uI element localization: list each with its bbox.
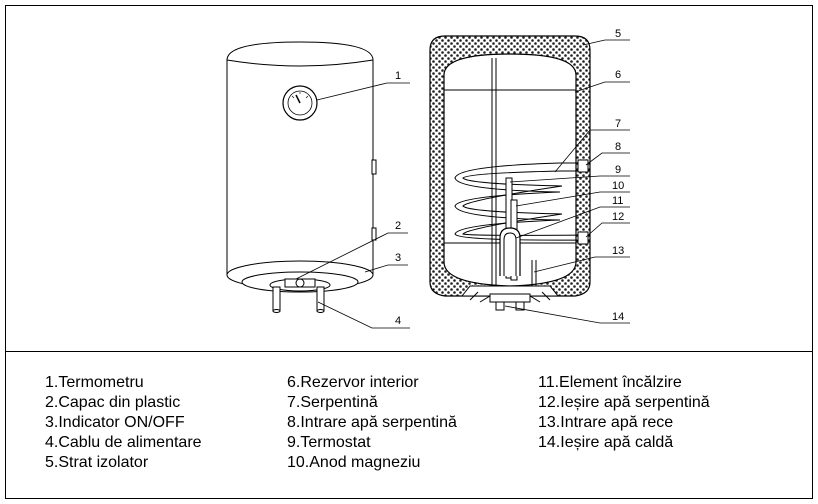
legend-item: 6.Rezervor interior [287, 374, 419, 391]
figure-frame [5, 5, 813, 499]
legend-item: 10.Anod magneziu [287, 454, 421, 471]
legend-item: 5.Strat izolator [45, 454, 149, 471]
legend-item: 1.Termometru [45, 374, 144, 391]
legend-item: 3.Indicator ON/OFF [45, 414, 185, 431]
callout-11: 11 [612, 195, 623, 207]
legend-item: 14.Ieșire apă caldă [538, 434, 674, 451]
boiler-diagram: 1 2 3 4 5 6 7 8 9 10 11 12 13 14 [226, 28, 630, 329]
callout-1: 1 [395, 70, 401, 82]
callout-7: 7 [615, 118, 621, 130]
legend-column-3: 11.Element încălzire 12.Ieșire apă serpe… [538, 373, 798, 453]
thermometer-dial [282, 85, 318, 121]
callout-6: 6 [615, 69, 621, 81]
callout-8: 8 [615, 141, 621, 153]
legend-column-2: 6.Rezervor interior 7.Serpentină 8.Intra… [287, 373, 547, 473]
callout-3: 3 [395, 252, 401, 264]
legend-item: 7.Serpentină [287, 394, 378, 411]
callout-13: 13 [612, 245, 624, 257]
legend-divider [5, 351, 813, 352]
legend-item: 2.Capac din plastic [45, 394, 181, 411]
legend-item: 8.Intrare apă serpentină [287, 414, 457, 431]
boiler-exterior [226, 41, 377, 313]
callout-2: 2 [395, 220, 401, 232]
callout-5: 5 [615, 28, 621, 40]
leader-lines [295, 39, 630, 329]
callout-4: 4 [395, 315, 401, 327]
legend-item: 11.Element încălzire [538, 374, 682, 391]
callout-9: 9 [615, 164, 621, 176]
legend-item: 4.Cablu de alimentare [45, 434, 202, 451]
boiler-section [429, 35, 591, 311]
legend-item: 13.Intrare apă rece [538, 414, 674, 431]
legend-column-1: 1.Termometru 2.Capac din plastic 3.Indic… [45, 373, 305, 473]
legend-item: 12.Ieșire apă serpentină [538, 394, 710, 411]
callout-10: 10 [612, 180, 624, 192]
callout-14: 14 [612, 311, 624, 323]
legend-item: 9.Termostat [287, 434, 371, 451]
callout-12: 12 [612, 211, 624, 223]
